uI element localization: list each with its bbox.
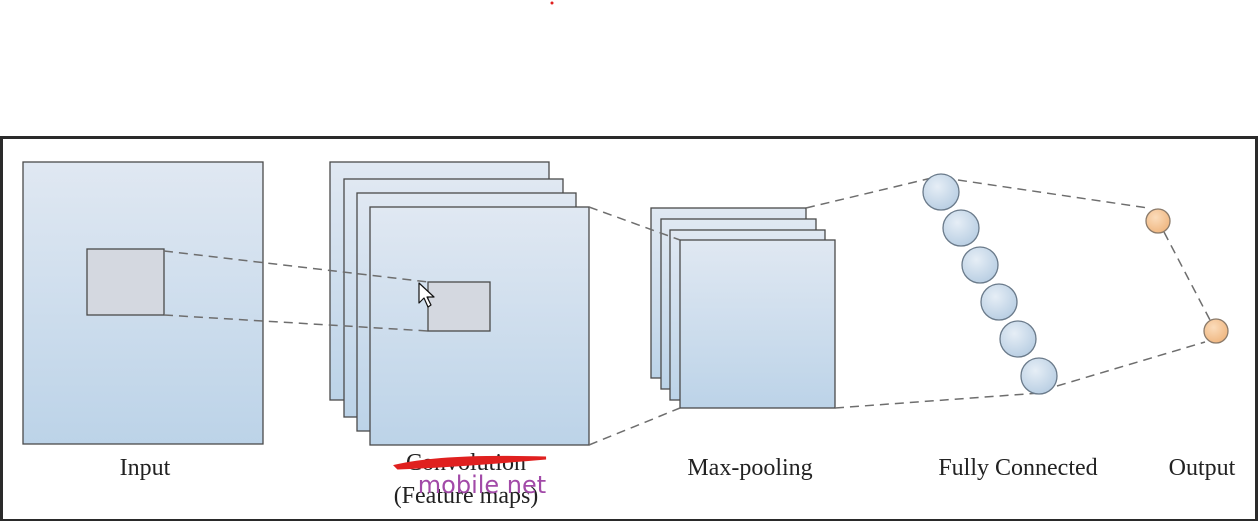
connector-fc-bottom: [1056, 341, 1206, 387]
fully-connected-nodes: [922, 173, 1058, 395]
label-feature-maps: (Feature maps): [394, 483, 539, 509]
fc-node-2: [942, 209, 980, 247]
connector-pool-top: [805, 175, 941, 209]
fc-node-6: [1020, 357, 1058, 395]
connector-fc-top: [957, 179, 1149, 209]
fc-node-4: [980, 283, 1018, 321]
annotation-mobile-net: mobile net: [418, 471, 546, 499]
mouse-cursor-icon: [418, 282, 435, 308]
dashed-connectors: [163, 175, 1211, 446]
connector-conv-top: [588, 206, 681, 241]
connector-conv-bottom: [588, 407, 681, 446]
output-node-1: [1145, 208, 1171, 234]
output-nodes: [1145, 208, 1229, 344]
max-pooling-maps: [650, 207, 836, 409]
fc-node-5: [999, 320, 1037, 358]
red-speck-mark: [550, 1, 554, 5]
label-output: Output: [1169, 455, 1236, 481]
fc-node-1: [922, 173, 960, 211]
label-fully-connected: Fully Connected: [938, 455, 1097, 481]
input-receptive-patch: [86, 248, 165, 316]
conv-output-patch: [427, 281, 491, 332]
convolution-feature-maps: [329, 161, 590, 446]
connector-pool-bottom: [834, 392, 1041, 409]
fc-node-3: [961, 246, 999, 284]
label-max-pooling: Max-pooling: [687, 455, 812, 481]
pool-map-4: [679, 239, 836, 409]
output-node-2: [1203, 318, 1229, 344]
label-input: Input: [120, 455, 171, 481]
connector-output-link: [1163, 231, 1211, 321]
red-strike-through: [393, 455, 547, 470]
